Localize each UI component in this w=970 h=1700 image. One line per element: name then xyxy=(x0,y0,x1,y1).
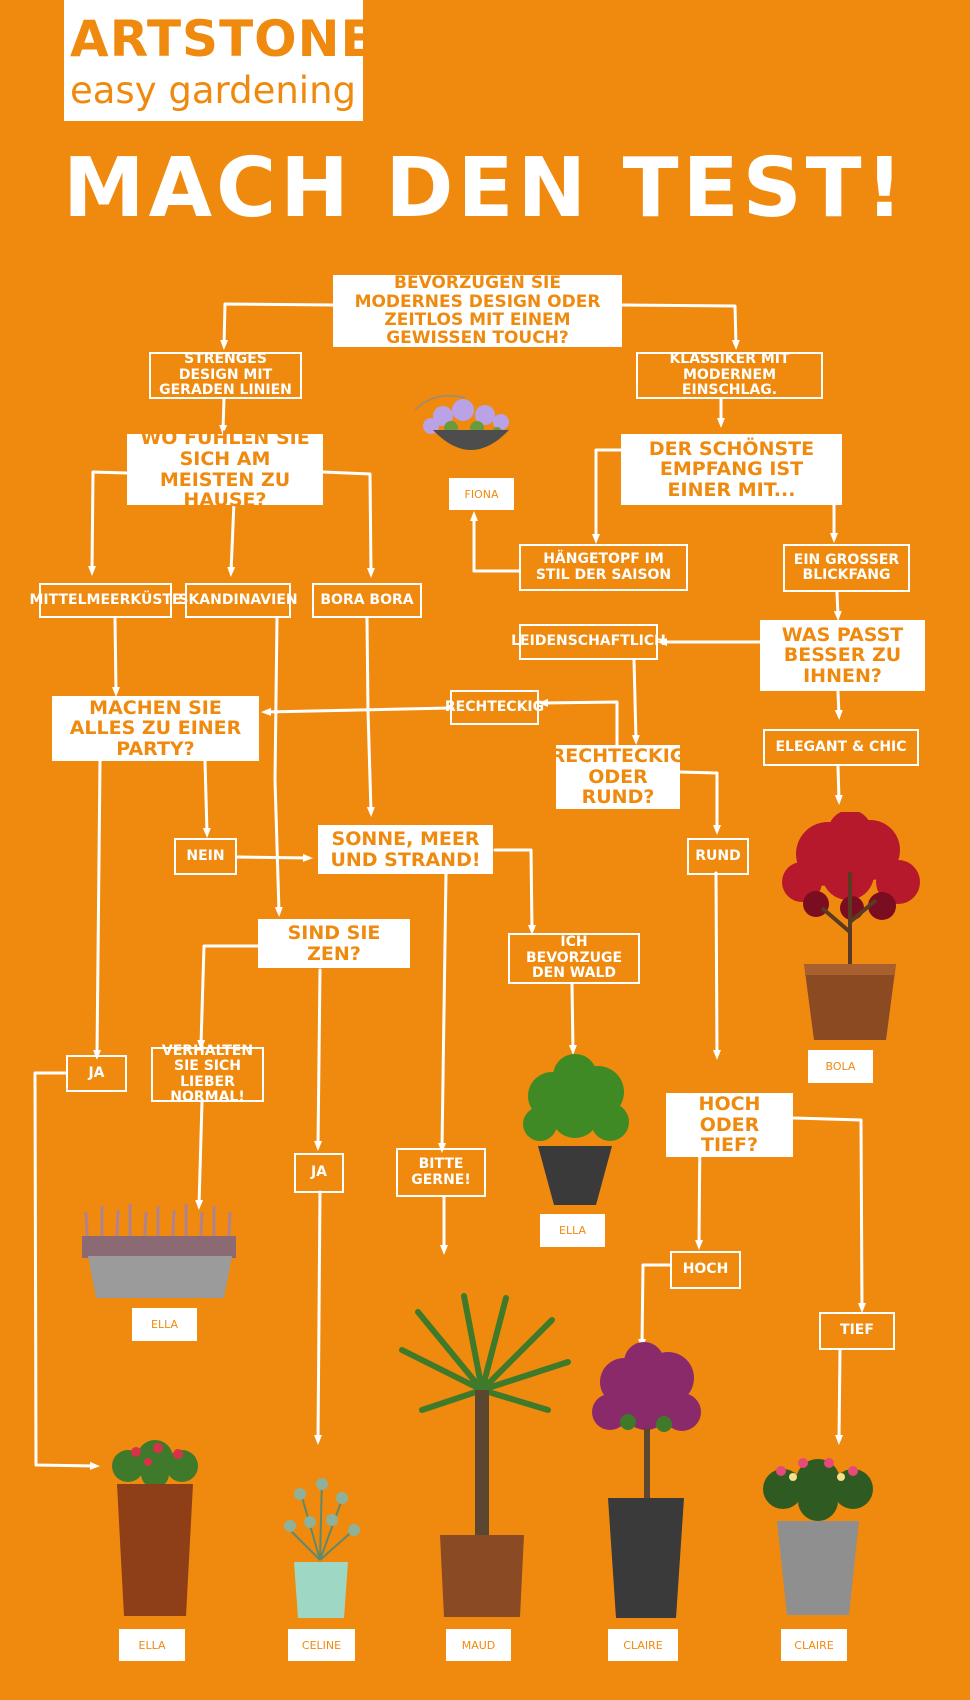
arrow-mittelmeer-party xyxy=(111,616,120,697)
maud-palm-planter-image xyxy=(399,1293,571,1617)
question-schoenster-empfang: DER SCHÖNSTE EMPFANG IST EINER MIT... xyxy=(621,434,842,505)
question-was-passt: WAS PASST BESSER ZU IHNEN? xyxy=(760,620,925,691)
arrow-ja1-ella xyxy=(33,1071,100,1470)
artstone-logo: ARTSTONE easy gardening xyxy=(64,0,375,121)
arrow-hoch-tief xyxy=(792,1116,866,1313)
fiona-hanging-planter-image xyxy=(414,395,509,450)
arrow-rr-rechteckig xyxy=(538,698,619,747)
arrow-party-ja xyxy=(93,759,102,1060)
answer-grosser-blickfang: EIN GROSSER BLICKFANG xyxy=(783,544,910,592)
ella-trough-planter-image xyxy=(82,1204,236,1298)
arrow-rr-rund xyxy=(678,770,721,835)
arrow-sonne-wald xyxy=(493,848,536,935)
question-wo-zu-hause: WO FÜHLEN SIE SICH AM MEISTEN ZU HAUSE? xyxy=(127,428,323,510)
answer-rund: RUND xyxy=(687,838,749,875)
question-rechteckig-oder-rund: RECHTECKIG ODER RUND? xyxy=(550,745,686,809)
answer-tief: TIEF xyxy=(819,1312,895,1350)
answer-elegant-chic: ELEGANT & CHIC xyxy=(763,729,919,766)
answer-verhalten-normal: VERHALTEN SIE SICH LIEBER NORMAL! xyxy=(151,1043,264,1105)
answer-rechteckig: RECHTECKIG xyxy=(445,690,544,725)
logo-tagline: easy gardening xyxy=(70,69,357,112)
arrow-blickfang-passt xyxy=(833,590,842,621)
arrow-strenges-wo xyxy=(219,397,228,435)
arrow-tief-claire xyxy=(835,1348,844,1445)
arrow-wo-bora xyxy=(321,470,375,578)
arrow-wo-skandinavien xyxy=(227,500,236,577)
claire-rose-tree-planter-image xyxy=(592,1342,701,1618)
arrow-hochbox-claire xyxy=(638,1263,672,1349)
arrow-party-nein xyxy=(202,759,211,838)
question-party: MACHEN SIE ALLES ZU EINER PARTY? xyxy=(52,696,259,761)
question-sonne-meer-strand: SONNE, MEER UND STRAND! xyxy=(318,825,493,874)
arrow-passt-elegant xyxy=(834,690,843,720)
maud-product-label: MAUD xyxy=(446,1629,511,1661)
claire-tief-planter-image xyxy=(763,1458,873,1615)
logo-brand: ARTSTONE xyxy=(70,10,376,68)
bola-product-label: BOLA xyxy=(808,1050,873,1083)
bola-maple-planter-image xyxy=(782,812,920,1040)
page-title: MACH DEN TEST! xyxy=(62,141,907,236)
answer-skandinavien: SKANDINAVIEN xyxy=(178,583,298,618)
arrow-empfang-haengetopf xyxy=(592,448,623,544)
answer-mittelmeerkueste: MITTELMEERKÜSTE xyxy=(29,583,182,618)
answer-haengetopf: HÄNGETOPF IM STIL DER SAISON xyxy=(519,544,688,591)
arrow-rechteckig-party xyxy=(261,706,452,716)
answer-bevorzuge-wald: ICH BEVORZUGE DEN WALD xyxy=(508,933,640,984)
arrow-nein-sonne xyxy=(235,853,313,862)
arrow-wald-ella xyxy=(568,982,577,1055)
claire-left-product-label: CLAIRE xyxy=(608,1629,678,1661)
answer-bitte-gerne: BITTE GERNE! xyxy=(396,1148,486,1197)
arrow-leidenschaftlich-rr xyxy=(631,658,640,745)
arrow-rund-hoch xyxy=(712,871,721,1060)
answer-nein: NEIN xyxy=(174,838,237,875)
arrow-verhalten-ella xyxy=(195,1100,204,1210)
arrow-elegant-bola xyxy=(834,765,843,805)
question-sind-sie-zen: SIND SIE ZEN? xyxy=(258,919,410,968)
celine-planter-image xyxy=(284,1477,360,1618)
arrow-haengetopf-fiona xyxy=(470,511,521,573)
arrow-skandinavien-zen xyxy=(273,616,283,917)
answer-klassiker: KLASSIKER MIT MODERNEM EINSCHLAG. xyxy=(636,352,823,399)
claire-right-product-label: CLAIRE xyxy=(781,1629,847,1661)
answer-hoch: HOCH xyxy=(670,1251,741,1289)
answer-ja-zen: JA xyxy=(294,1153,344,1193)
answer-ja-party: JA xyxy=(66,1055,127,1092)
ella-tall-rust-planter-image xyxy=(112,1440,198,1616)
arrow-ja2-celine xyxy=(314,1190,323,1445)
arrow-q1-strenges xyxy=(220,302,335,350)
answer-leidenschaftlich: LEIDENSCHAFTLICH xyxy=(511,624,666,660)
fiona-product-label: FIONA xyxy=(449,478,514,510)
answer-strenges-design: STRENGES DESIGN MIT GERADEN LINIEN xyxy=(149,352,302,399)
arrow-zen-verhalten xyxy=(197,944,260,1050)
answer-bora-bora: BORA BORA xyxy=(312,583,422,618)
celine-product-label: CELINE xyxy=(288,1629,355,1661)
ella-trough-product-label: ELLA xyxy=(132,1308,197,1341)
arrow-q1-klassiker xyxy=(620,303,740,350)
arrow-sonne-bitte xyxy=(438,872,448,1153)
question-hoch-oder-tief: HOCH ODER TIEF? xyxy=(666,1093,793,1157)
arrow-bora-sonne xyxy=(365,616,375,817)
arrow-zen-ja xyxy=(314,968,323,1151)
ella-wald-planter-image xyxy=(523,1054,629,1205)
arrow-wo-mittelmeer xyxy=(88,470,129,576)
question-modern-or-timeless: BEVORZUGEN SIE MODERNES DESIGN ODER ZEIT… xyxy=(333,274,622,348)
ella-wald-product-label: ELLA xyxy=(540,1214,605,1247)
ella-bottom-product-label: ELLA xyxy=(119,1629,185,1661)
